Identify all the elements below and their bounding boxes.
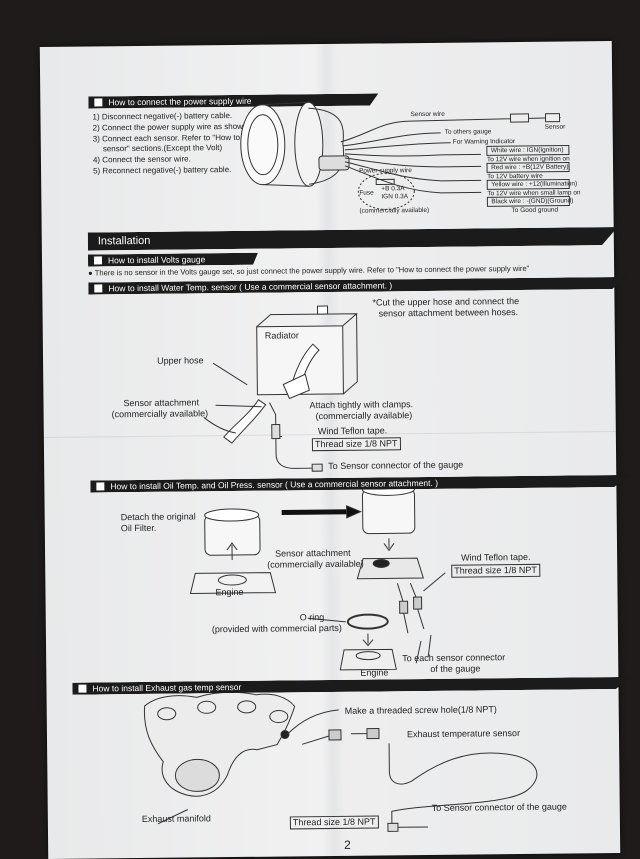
upper-hose-label: Upper hose (157, 355, 204, 366)
fuse-ign-rating: IGN 0.3A (381, 193, 409, 201)
exhaust-sensor-label: Exhaust temperature sensor (406, 728, 521, 740)
clamps-commercial: (commercially available) (315, 410, 413, 422)
oil-teflon-label: Wind Teflon tape. (461, 551, 531, 563)
power-supply-wire-label: Power supply wire (359, 167, 412, 175)
water-thread-size: Thread size 1/8 NPT (311, 437, 401, 452)
volts-section-header: How to install Volts gauge (88, 253, 258, 267)
water-attach-label: Sensor attachment (123, 397, 200, 409)
oil-connector-label: To each sensor connector (402, 652, 506, 664)
to-others-gauge-label: To others gauge (444, 128, 492, 136)
engine-label: Engine (215, 586, 244, 598)
fuse-label: Fuse (359, 189, 374, 197)
yellow-wire-label: Yellow wire : +12(Illumination) (491, 180, 578, 189)
water-teflon-label: Wind Teflon tape. (317, 425, 388, 437)
black-wire-label: Black wire : -(GND)(Ground) (491, 197, 574, 206)
detach-label: Detach the original (120, 511, 196, 523)
screw-hole-label: Make a threaded screw hole(1/8 NPT) (344, 704, 497, 716)
warning-indicator-label: For Warning Indicator (452, 138, 516, 146)
oil-thread-size: Thread size 1/8 NPT (451, 563, 540, 578)
fuse-b-rating: +B 0.3A (381, 185, 405, 193)
oring-commercial: (provided with commercial parts) (211, 622, 342, 635)
water-connector-label: To Sensor connector of the gauge (328, 459, 464, 472)
oring-label: O ring (299, 612, 325, 623)
detach-label-2: Oil Filter. (120, 522, 157, 534)
engine-label-2: Engine (360, 667, 389, 678)
exhaust-connector-label: To Sensor connector of the gauge (431, 801, 567, 813)
sensor-wire-label: Sensor wire (410, 110, 445, 119)
black-wire-desc: To Good ground (511, 206, 559, 215)
oil-attach-commercial: (commercially available) (267, 558, 364, 570)
red-wire-label: Red wire : +B(12V Battery) (491, 163, 569, 172)
white-wire-label: White wire : IGN(Ignition) (490, 146, 564, 155)
fuse-commercial-label: (commercially available) (359, 206, 430, 215)
oil-connector-label-2: of the gauge (430, 663, 481, 674)
page-number: 2 (344, 837, 351, 852)
water-note-line2: sensor attachment between hoses. (378, 307, 519, 319)
sensor-label: Sensor (544, 123, 566, 131)
exhaust-thread-size: Thread size 1/8 NPT (289, 815, 379, 830)
line-art (143, 101, 570, 832)
oil-attach-label: Sensor attachment (275, 547, 351, 559)
manifold-label: Exhaust manifold (141, 813, 211, 824)
water-attach-commercial: (commercially available) (111, 408, 209, 420)
radiator-label: Radiator (264, 330, 299, 341)
instruction-sheet: How to connect the power supply wire 1) … (39, 41, 620, 859)
